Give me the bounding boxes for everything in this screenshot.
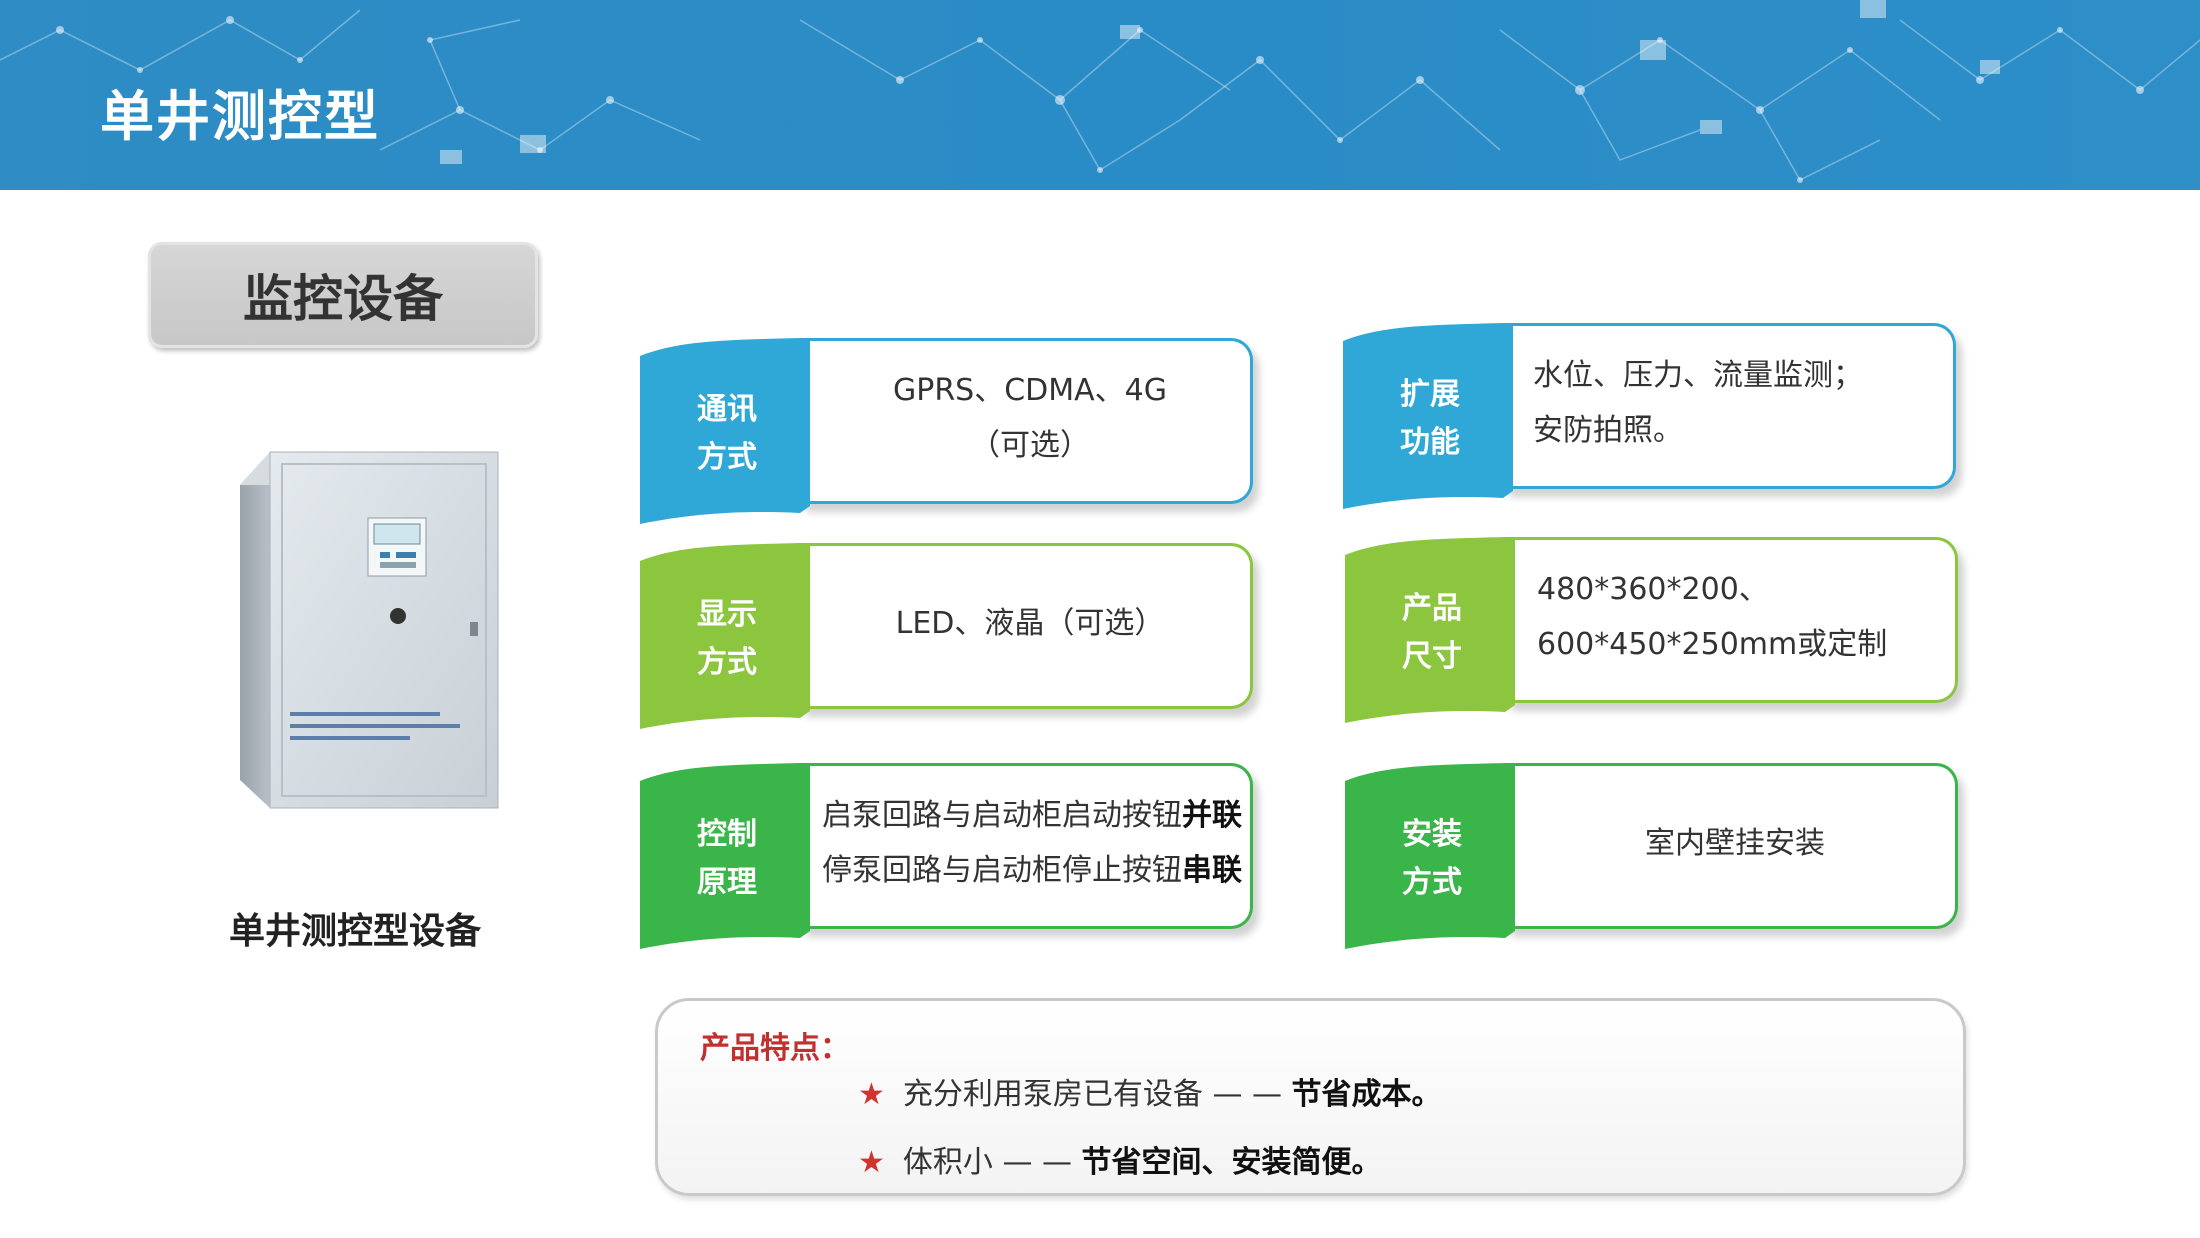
card-text-line1: 480*360*200、 bbox=[1537, 572, 1769, 607]
card-text-line1: GPRS、CDMA、4G bbox=[892, 373, 1167, 408]
card-label-line1: 控制 bbox=[697, 817, 757, 852]
feature-item-1: ★ 充分利用泵房已有设备 — — 节省成本。 bbox=[858, 1069, 1442, 1113]
card-text-line1: LED、液晶（可选） bbox=[895, 605, 1165, 641]
card-text-line2: （可选） bbox=[970, 428, 1090, 463]
card-text-line2: 600*450*250mm或定制 bbox=[1537, 627, 1888, 662]
control-cabinet-image bbox=[240, 451, 499, 809]
feature-text: 体积小 — — bbox=[902, 1145, 1082, 1180]
card-text-line2: 停泵回路与启动柜停止按钮 bbox=[822, 853, 1182, 888]
card-text-line1: 室内壁挂安装 bbox=[1645, 825, 1825, 861]
star-icon: ★ bbox=[858, 1145, 885, 1180]
network-background-graphic bbox=[0, 0, 2200, 183]
card-text-line2-bold: 串联 bbox=[1182, 853, 1242, 888]
card-control-principle: 控制 原理 启泵回路与启动柜启动按钮并联 停泵回路与启动柜停止按钮串联 bbox=[640, 763, 1260, 949]
card-label-line1: 产品 bbox=[1402, 591, 1462, 626]
card-text-line1: 启泵回路与启动柜启动按钮 bbox=[822, 798, 1182, 833]
card-label-line2: 方式 bbox=[1402, 865, 1462, 900]
card-label-line2: 尺寸 bbox=[1402, 639, 1462, 674]
card-label-line1: 安装 bbox=[1402, 817, 1462, 852]
card-label-line2: 方式 bbox=[697, 645, 757, 680]
card-label-line1: 通讯 bbox=[697, 392, 757, 427]
feature-text-bold: 节省空间、安装简便。 bbox=[1081, 1145, 1382, 1180]
card-installation: 安装 方式 室内壁挂安装 bbox=[1345, 763, 1965, 949]
card-label-line2: 方式 bbox=[697, 440, 757, 475]
card-communication: 通讯 方式 GPRS、CDMA、4G （可选） bbox=[640, 338, 1260, 524]
star-icon: ★ bbox=[858, 1077, 885, 1112]
ribbon-shape bbox=[1345, 763, 1515, 949]
card-label-line1: 扩展 bbox=[1400, 377, 1460, 412]
device-caption: 单井测控型设备 bbox=[228, 911, 481, 952]
ribbon-shape bbox=[640, 763, 810, 949]
ribbon-shape bbox=[1345, 537, 1515, 723]
card-label-line2: 原理 bbox=[697, 865, 757, 900]
card-text-line1-bold: 并联 bbox=[1182, 798, 1242, 833]
ribbon-shape bbox=[1343, 323, 1513, 509]
card-text-line1: 水位、压力、流量监测； bbox=[1533, 358, 1863, 393]
card-label-line1: 显示 bbox=[697, 597, 757, 632]
card-product-size: 产品 尺寸 480*360*200、 600*450*250mm或定制 bbox=[1345, 537, 1965, 723]
section-title-tag: 监控设备 bbox=[148, 242, 538, 348]
card-extended-functions: 扩展 功能 水位、压力、流量监测； 安防拍照。 bbox=[1343, 323, 1963, 509]
page-title: 单井测控型 bbox=[100, 85, 380, 148]
feature-text-bold: 节省成本。 bbox=[1291, 1077, 1442, 1112]
header-banner: 单井测控型 bbox=[0, 0, 2200, 190]
ribbon-shape bbox=[640, 543, 810, 729]
card-label-line2: 功能 bbox=[1400, 425, 1460, 460]
features-title: 产品特点： bbox=[700, 1031, 850, 1066]
card-text-line2: 安防拍照。 bbox=[1533, 413, 1683, 448]
product-features-box: 产品特点： ★ 充分利用泵房已有设备 — — 节省成本。 ★ 体积小 — — 节省空… bbox=[655, 998, 1966, 1196]
feature-text: 充分利用泵房已有设备 — — bbox=[902, 1077, 1292, 1112]
feature-item-2: ★ 体积小 — — 节省空间、安装简便。 bbox=[858, 1137, 1382, 1181]
ribbon-shape bbox=[640, 338, 810, 524]
card-display: 显示 方式 LED、液晶（可选） bbox=[640, 543, 1260, 729]
